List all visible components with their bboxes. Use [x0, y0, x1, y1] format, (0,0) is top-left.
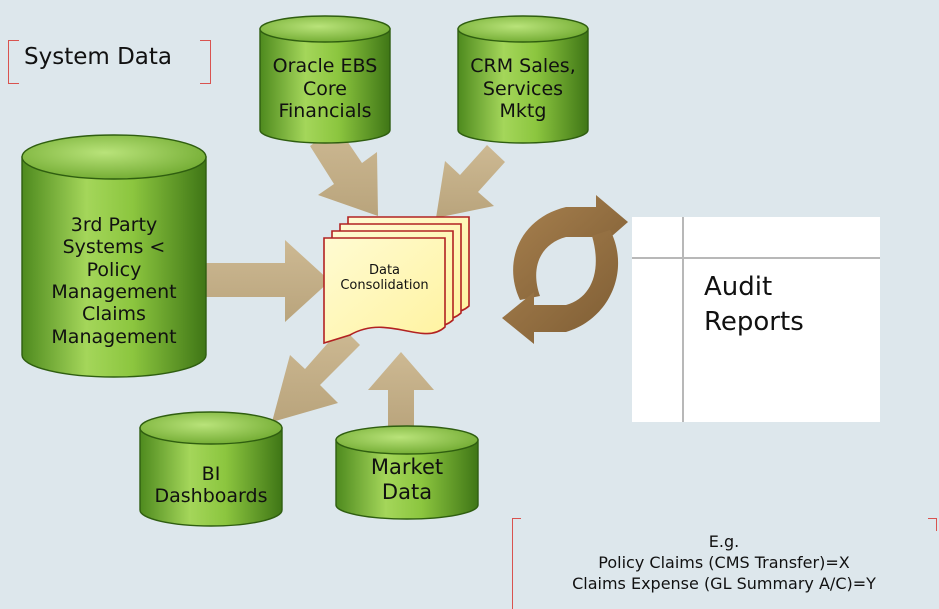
crm-cylinder: [457, 15, 589, 144]
third-party-cylinder: [21, 134, 207, 378]
bi-cylinder: [139, 411, 283, 527]
audit-line2: Reports: [704, 307, 804, 338]
market-data-cylinder: [335, 425, 479, 520]
data-consolidation-line2: Consolidation: [340, 278, 429, 293]
example-line3: Claims Expense (GL Summary A/C)=Y: [572, 574, 876, 593]
data-consolidation-label: Data Consolidation: [324, 254, 445, 302]
example-line1: E.g.: [708, 532, 740, 551]
crm-label: CRM Sales, Services Mktg: [470, 55, 576, 123]
system-data-label: System Data: [24, 44, 172, 70]
bi-dashboards-label: BI Dashboards: [154, 462, 268, 507]
arrow-from-market: [368, 352, 434, 430]
example-line2: Policy Claims (CMS Transfer)=X: [598, 553, 850, 572]
data-consolidation-documents: [323, 216, 470, 345]
system-data-bracket-left: [8, 40, 19, 84]
arrow-from-oracle: [310, 126, 378, 216]
arrow-from-third-party: [206, 240, 330, 322]
oracle-ebs-label: Oracle EBS Core Financials: [272, 55, 378, 123]
oracle-ebs-cylinder: [259, 15, 391, 144]
system-data-bracket-right: [200, 40, 211, 84]
example-note: E.g. Policy Claims (CMS Transfer)=X Clai…: [520, 531, 928, 594]
third-party-label: 3rd Party Systems < Policy Management Cl…: [51, 213, 177, 348]
audit-reports-label: Audit Reports: [704, 270, 804, 340]
audit-table-vertical-rule: [682, 217, 684, 422]
arrow-from-crm: [436, 145, 505, 218]
example-bracket-left: [512, 518, 521, 609]
audit-table-horizontal-rule: [632, 257, 880, 259]
market-data-label: Market Data: [370, 455, 444, 504]
audit-line1: Audit: [704, 272, 773, 302]
cycle-arrows: [502, 195, 628, 344]
audit-reports-table: [632, 217, 880, 422]
data-consolidation-line1: Data: [368, 262, 401, 278]
example-bracket-right: [928, 518, 937, 531]
arrow-to-bi: [272, 327, 360, 422]
